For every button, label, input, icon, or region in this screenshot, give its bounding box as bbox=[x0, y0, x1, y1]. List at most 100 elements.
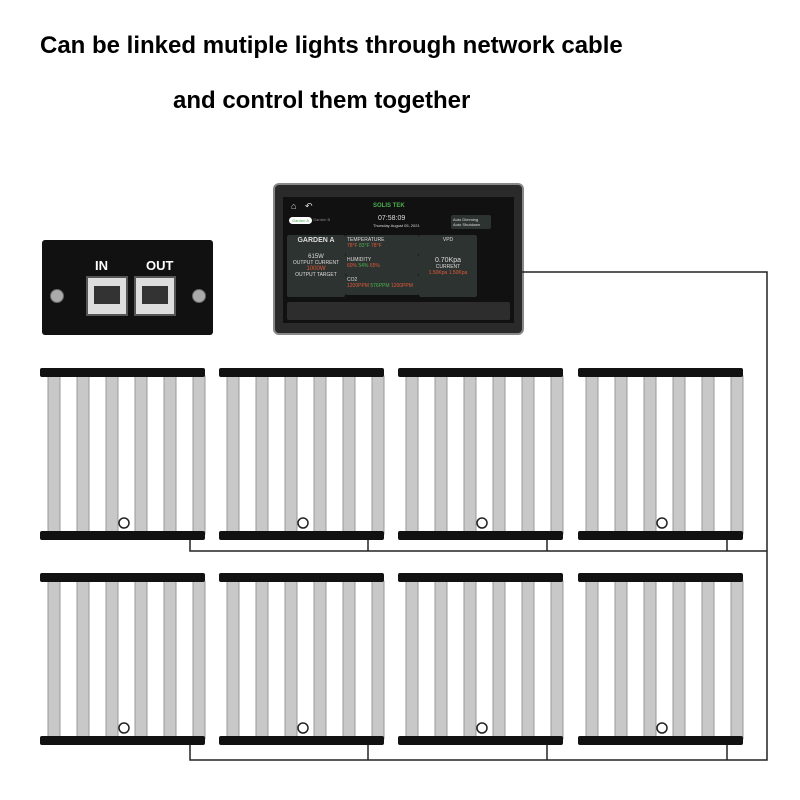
vpd-target-day: 1.50Kpa bbox=[428, 270, 448, 276]
led-bar bbox=[434, 375, 448, 535]
led-bar bbox=[192, 580, 206, 740]
led-bar bbox=[284, 375, 298, 535]
in-port-label: IN bbox=[95, 258, 108, 273]
led-bar bbox=[342, 375, 356, 535]
screw-icon bbox=[192, 289, 206, 303]
tab-garden-a[interactable]: Garden A bbox=[289, 217, 312, 224]
hanging-hook bbox=[118, 517, 130, 529]
hanging-hook bbox=[118, 722, 130, 734]
output-current: 615W bbox=[308, 254, 324, 260]
led-bar bbox=[492, 580, 506, 740]
co2-target-night: 1200PPM bbox=[390, 283, 413, 289]
headline-line-2: and control them together bbox=[173, 87, 471, 114]
led-bar bbox=[105, 375, 119, 535]
light-bottom-frame bbox=[219, 736, 384, 745]
led-bar bbox=[284, 580, 298, 740]
led-bar bbox=[47, 580, 61, 740]
led-bar bbox=[730, 580, 744, 740]
light-bottom-frame bbox=[40, 736, 205, 745]
light-bottom-frame bbox=[40, 531, 205, 540]
light-top-frame bbox=[398, 573, 563, 582]
in-port bbox=[86, 276, 128, 316]
hanging-hook bbox=[656, 517, 668, 529]
temp-target-day: 78°F bbox=[347, 243, 358, 249]
vpd-value: 0.70Kpa bbox=[434, 257, 462, 264]
led-bar bbox=[255, 375, 269, 535]
hanging-hook bbox=[297, 517, 309, 529]
output-target-label: OUTPUT TARGET bbox=[295, 272, 337, 278]
led-bar bbox=[313, 580, 327, 740]
auto-dimming[interactable]: Auto Dimming bbox=[453, 217, 479, 222]
led-bar bbox=[643, 580, 657, 740]
led-bar bbox=[550, 580, 564, 740]
led-bar bbox=[342, 580, 356, 740]
led-bar bbox=[76, 580, 90, 740]
hanging-hook bbox=[656, 722, 668, 734]
led-bar bbox=[701, 580, 715, 740]
controller-touchscreen: ⌂ ↶ SOLIS TEK 07:58:09 Thursday August 0… bbox=[275, 185, 522, 333]
hanging-hook bbox=[297, 722, 309, 734]
led-bar bbox=[371, 375, 385, 535]
vpd-target-night: 1.50Kpa bbox=[448, 270, 468, 276]
temp-current: 83°F bbox=[359, 243, 370, 249]
bottom-toolbar bbox=[287, 302, 510, 320]
led-bar bbox=[614, 375, 628, 535]
led-bar bbox=[163, 580, 177, 740]
hanging-hook bbox=[476, 517, 488, 529]
led-bar bbox=[134, 580, 148, 740]
date: Thursday August 05, 2021 bbox=[373, 223, 420, 228]
tab-garden-b[interactable]: Garden B bbox=[313, 217, 331, 222]
light-bottom-frame bbox=[398, 736, 563, 745]
co2-target-day: 1200PPM bbox=[347, 283, 369, 289]
vpd-title: VPD bbox=[442, 237, 454, 243]
light-top-frame bbox=[398, 368, 563, 377]
garden-title: GARDEN A bbox=[297, 237, 335, 244]
light-top-frame bbox=[219, 368, 384, 377]
light-bottom-frame bbox=[578, 736, 743, 745]
temp-target-night: 78°F bbox=[371, 243, 382, 249]
screw-icon bbox=[50, 289, 64, 303]
home-icon[interactable]: ⌂ bbox=[291, 201, 297, 211]
out-port bbox=[134, 276, 176, 316]
light-top-frame bbox=[578, 368, 743, 377]
hum-target-night: 65% bbox=[369, 263, 380, 269]
controller-display: ⌂ ↶ SOLIS TEK 07:58:09 Thursday August 0… bbox=[283, 197, 514, 323]
led-bar bbox=[521, 375, 535, 535]
brand-logo: SOLIS TEK bbox=[373, 203, 405, 209]
auto-shutdown[interactable]: Auto Shutdown bbox=[453, 222, 481, 227]
led-bar bbox=[521, 580, 535, 740]
led-bar bbox=[192, 375, 206, 535]
out-port-label: OUT bbox=[146, 258, 174, 273]
led-bar bbox=[492, 375, 506, 535]
led-bar bbox=[463, 375, 477, 535]
led-bar bbox=[550, 375, 564, 535]
light-top-frame bbox=[40, 368, 205, 377]
led-bar bbox=[226, 580, 240, 740]
light-top-frame bbox=[578, 573, 743, 582]
headline-line-1: Can be linked mutiple lights through net… bbox=[40, 32, 623, 59]
led-bar bbox=[134, 375, 148, 535]
led-bar bbox=[313, 375, 327, 535]
output-current-label: OUTPUT CURRENT bbox=[292, 260, 340, 266]
led-bar bbox=[672, 375, 686, 535]
back-icon[interactable]: ↶ bbox=[305, 201, 313, 211]
led-bar bbox=[434, 580, 448, 740]
humidity-title: HUMIDITY bbox=[347, 257, 372, 263]
light-top-frame bbox=[40, 573, 205, 582]
output-target: 1000W bbox=[306, 266, 326, 272]
led-bar bbox=[585, 580, 599, 740]
co2-title: CO2 bbox=[347, 277, 358, 283]
light-bottom-frame bbox=[578, 531, 743, 540]
led-bar bbox=[47, 375, 61, 535]
led-bar bbox=[405, 375, 419, 535]
co2-current: 576PPM bbox=[370, 283, 390, 289]
led-bar bbox=[463, 580, 477, 740]
hum-target-day: 60% bbox=[347, 263, 358, 269]
led-bar bbox=[701, 375, 715, 535]
network-cable bbox=[189, 540, 767, 552]
led-bar bbox=[405, 580, 419, 740]
led-bar bbox=[226, 375, 240, 535]
led-bar bbox=[643, 375, 657, 535]
led-bar bbox=[585, 375, 599, 535]
